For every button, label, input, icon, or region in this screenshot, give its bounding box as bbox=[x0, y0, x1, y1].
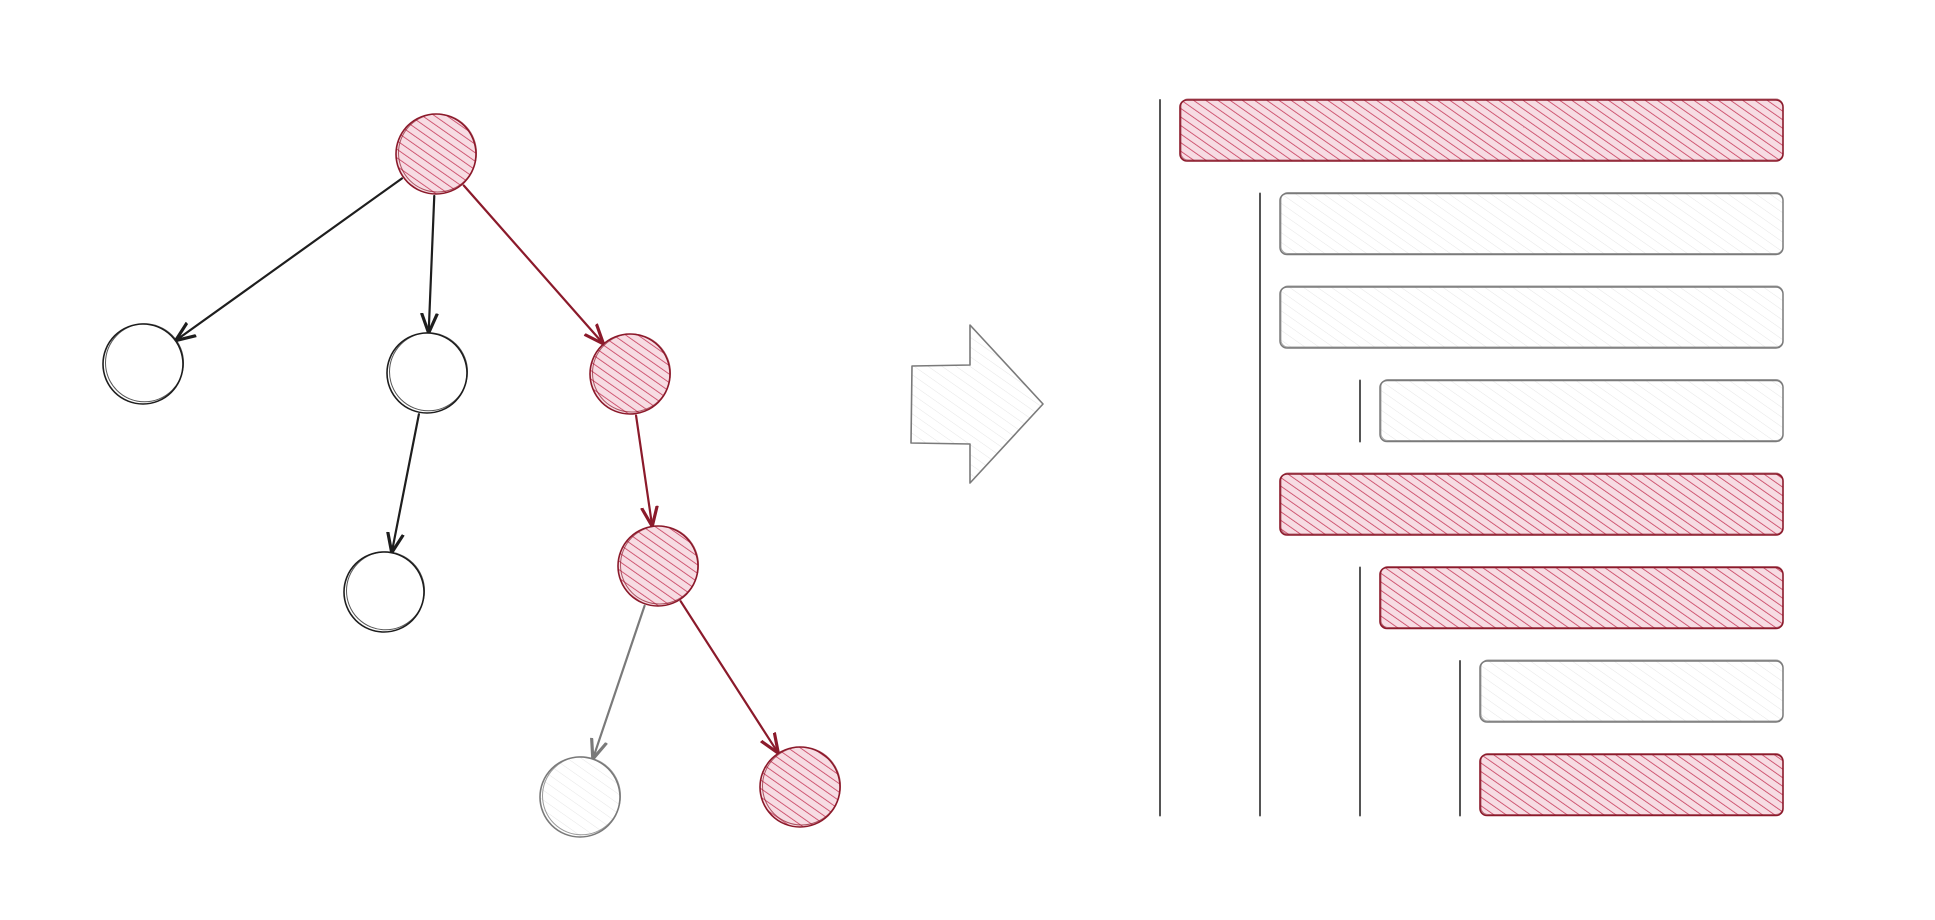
tree-node-grandchild-right bbox=[617, 525, 699, 607]
tree-node-child-middle bbox=[386, 332, 468, 414]
tree-node-root bbox=[395, 113, 477, 195]
tree-nodes bbox=[102, 113, 841, 838]
list-row bbox=[1279, 192, 1784, 256]
edge-grandchild-right-to-leaf-left bbox=[593, 604, 646, 757]
indent-guides bbox=[1159, 99, 1461, 817]
tree-node-leaf-left bbox=[539, 756, 621, 838]
tree-edges bbox=[177, 177, 778, 757]
list-row bbox=[1379, 566, 1784, 630]
edge-child-middle-to-grandchild-middle bbox=[392, 413, 421, 551]
tree-node-leaf-right bbox=[759, 746, 841, 828]
list-row bbox=[1279, 285, 1784, 349]
tree-node-child-right bbox=[589, 333, 671, 415]
tree-node-grandchild-middle bbox=[343, 551, 425, 633]
edge-root-to-child-left bbox=[177, 177, 403, 339]
list-row bbox=[1179, 98, 1784, 162]
edge-grandchild-right-to-leaf-right bbox=[679, 600, 778, 751]
tree-node-child-left bbox=[102, 323, 184, 405]
list-row bbox=[1279, 472, 1784, 536]
edge-child-right-to-grandchild-right bbox=[634, 414, 652, 525]
right-arrow-icon bbox=[910, 324, 1044, 484]
list-row bbox=[1479, 659, 1784, 723]
list-row bbox=[1479, 753, 1784, 817]
edge-root-to-child-middle bbox=[429, 194, 435, 331]
edge-root-to-child-right bbox=[462, 184, 602, 343]
list-row bbox=[1379, 379, 1784, 443]
flattened-list bbox=[1179, 98, 1784, 817]
